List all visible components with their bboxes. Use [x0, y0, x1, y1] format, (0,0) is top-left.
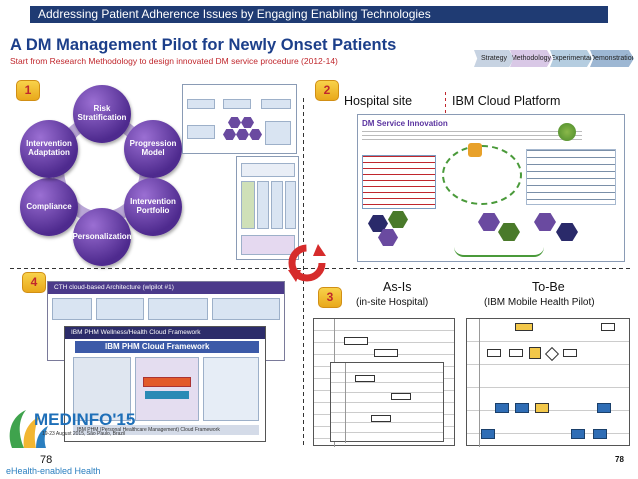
stage-methodology: Methodology [510, 50, 552, 67]
cycle-node-compliance: Compliance [20, 178, 78, 236]
cycle-node-progression: Progression Model [124, 120, 182, 178]
cycle-arrow-icon [286, 242, 328, 284]
ibm-cloud-label: IBM Cloud Platform [452, 94, 560, 108]
quadrant-2-badge: 2 [315, 80, 339, 101]
q1-slide-top [182, 84, 297, 154]
cycle-diagram: Risk Stratification Progression Model In… [14, 80, 184, 260]
asis-subtitle: (in-site Hospital) [356, 297, 428, 308]
tobe-subtitle: (IBM Mobile Health Pilot) [484, 297, 595, 308]
cth-architecture-title: CTH cloud-based Architecture (wlpilot #1… [48, 282, 284, 294]
hospital-site-label: Hospital site [344, 94, 412, 108]
phm-framework-header: IBM PHM Cloud Framework [75, 341, 259, 353]
medinfo-logo: MEDINFO'15 19-23 August 2015, São Paulo,… [4, 404, 134, 464]
logo-subtext: 19-23 August 2015, São Paulo, Brazil [42, 431, 125, 437]
top-banner: Addressing Patient Adherence Issues by E… [30, 6, 608, 23]
cycle-node-personalization: Personalization [73, 208, 131, 266]
page-title: A DM Management Pilot for Newly Onset Pa… [10, 36, 396, 55]
stage-strategy: Strategy [474, 50, 514, 67]
tobe-flowchart [466, 318, 630, 446]
stage-arrows: Strategy Methodology Experimental Demons… [474, 49, 632, 69]
cycle-node-intervention-adaptation: Intervention Adaptation [20, 120, 78, 178]
logo-text: MEDINFO'15 [34, 410, 135, 430]
dm-service-title: DM Service Innovation [362, 119, 448, 128]
page-subtitle: Start from Research Methodology to desig… [10, 56, 338, 66]
tobe-title: To-Be [532, 280, 565, 294]
quadrant-4-badge: 4 [22, 272, 46, 293]
asis-title: As-Is [383, 280, 411, 294]
phm-framework-title: IBM PHM Wellness/Health Cloud Framework [65, 327, 265, 339]
cycle-node-intervention-portfolio: Intervention Portfolio [124, 178, 182, 236]
stage-experimental: Experimental [550, 50, 592, 67]
page-number-left: 78 [40, 454, 52, 466]
dm-service-panel: DM Service Innovation [357, 114, 625, 262]
page-number-right: 78 [615, 455, 624, 464]
tagline: eHealth-enabled Health [6, 466, 101, 476]
asis-flowchart-front [330, 362, 444, 442]
cycle-node-risk: Risk Stratification [73, 85, 131, 143]
stage-demonstration: Demonstration [590, 50, 634, 67]
quadrant-3-badge: 3 [318, 287, 342, 308]
